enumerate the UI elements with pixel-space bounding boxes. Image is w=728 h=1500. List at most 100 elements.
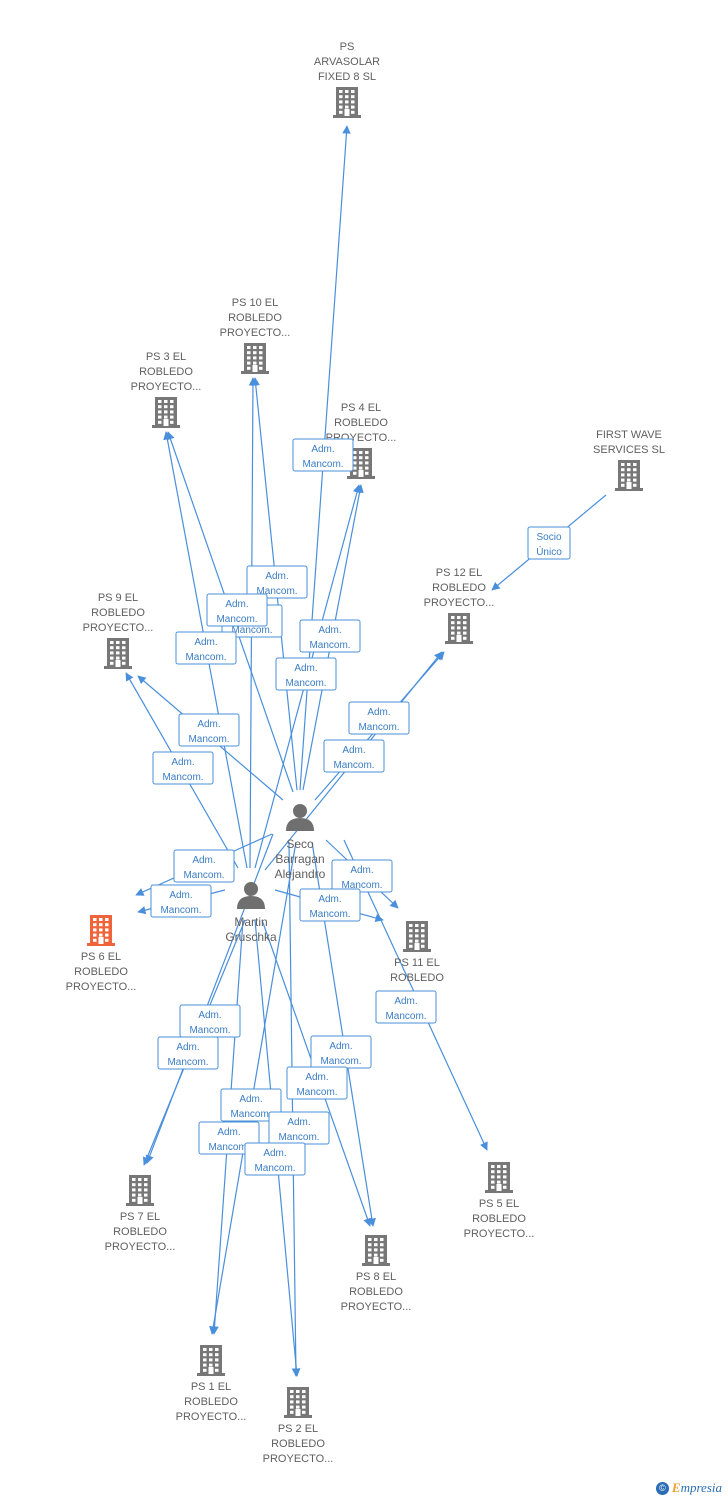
edge-label-martin-to-ps7[interactable]: Adm.Mancom. [157,1036,219,1070]
edge-label-text: Adm. [367,707,390,718]
edge-label-text: Mancom. [341,880,382,891]
edge-label-text: Mancom. [285,678,326,689]
edge-label-text: Adm. [263,1148,286,1159]
company-label-line: PS [340,41,355,53]
edge-label-seco-to-ps8[interactable]: Adm.Mancom. [310,1035,372,1069]
company-label-line: ROBLEDO [349,1286,403,1298]
edge-label-seco-to-ps12[interactable]: Adm.Mancom. [348,701,410,735]
person-label-line: Martin [234,915,267,929]
edge-label-text: Adm. [294,663,317,674]
edge-label-box [527,526,571,560]
copyright-icon: © [655,1481,669,1495]
edge-label-martin-to-ps1[interactable]: Adm.Mancom. [198,1121,260,1155]
person-label-line: Gruschka [225,930,277,944]
edge-label-box [178,713,240,747]
edge-label-text: Adm. [342,745,365,756]
edge-label-martin-to-ps11[interactable]: Adm.Mancom. [299,888,361,922]
edge-label-seco-to-ps2[interactable]: Adm. Mancom. [268,1111,330,1145]
edge-label-martin-to-ps6[interactable]: Adm. Mancom. [150,884,212,918]
brand-logo[interactable]: © Empresia [655,1480,722,1496]
edge-label-box [275,657,337,691]
edge-label-martin-to-ps9[interactable]: Adm. Mancom. [152,751,214,785]
company-label-line: PS 12 EL [436,567,482,579]
company-label-line: ROBLEDO [472,1213,526,1225]
edge-label-martin-to-ps12[interactable]: Adm.Mancom. [323,739,385,773]
edge-label-text: Mancom. [183,870,224,881]
company-node-ps2[interactable]: PS 2 ELROBLEDOPROYECTO... [263,1387,334,1465]
company-label-line: PROYECTO... [220,327,291,339]
edge-label-seco-to-ps3[interactable]: Adm.Mancom. [206,593,268,627]
edge-label-seco-to-arvasolar[interactable]: Adm.Mancom. [292,438,354,472]
company-node-ps7[interactable]: PS 7 ELROBLEDOPROYECTO... [105,1175,176,1253]
edge-label-seco-to-ps4[interactable]: Adm.Mancom. [299,619,361,653]
company-node-ps1[interactable]: PS 1 EL ROBLEDO PROYECTO... [176,1345,247,1423]
edge-label-martin-to-ps8[interactable]: Adm.Mancom. [286,1066,348,1100]
company-label-line: PS 1 EL [191,1381,231,1393]
building-icon [362,1235,390,1266]
company-label-line: PS 10 EL [232,297,278,309]
company-label-line: PROYECTO... [176,1411,247,1423]
edge-label-text: Mancom. [216,614,257,625]
company-label-line: ROBLEDO [184,1396,238,1408]
edge-label-text: Adm. [239,1094,262,1105]
company-node-ps11[interactable]: PS 11 ELROBLEDO... [390,921,444,999]
edge-label-text: Mancom. [160,905,201,916]
edge-label-text: Único [536,545,562,558]
edge-label-box [246,565,308,599]
edge-label-martin-to-ps2[interactable]: Adm.Mancom. [244,1142,306,1176]
edge-label-text: Socio [536,532,561,543]
edge-label-box [323,739,385,773]
building-icon [152,397,180,428]
company-label-line: PS 9 EL [98,592,138,604]
edge-label-box [348,701,410,735]
company-label-line: FIXED 8 SL [318,71,376,83]
edge-label-text: Adm. [169,890,192,901]
edge-label-text: Mancom. [256,586,297,597]
company-label-line: ROBLEDO [228,312,282,324]
edge-label-text: Mancom. [208,1142,249,1153]
building-icon [333,87,361,118]
edge-label-box [286,1066,348,1100]
edge-label-text: Adm. [287,1117,310,1128]
edge-label-text: Adm. [329,1041,352,1052]
edge-label-text: Adm. [171,757,194,768]
company-node-ps12[interactable]: PS 12 ELROBLEDOPROYECTO... [424,567,495,644]
edge-seco-to-ps1 [209,841,297,1335]
edge-label-seco-to-ps9[interactable]: Adm.Mancom. [178,713,240,747]
edge-label-text: Mancom. [309,909,350,920]
company-node-ps3[interactable]: PS 3 ELROBLEDOPROYECTO... [131,351,202,428]
edge-label-seco-to-ps7[interactable]: Adm.Mancom. [179,1004,241,1038]
edge-label-text: Mancom. [385,1011,426,1022]
company-label-line: PROYECTO... [66,981,137,993]
company-label-line: PROYECTO... [464,1228,535,1240]
building-icon [87,915,115,946]
edge-label-seco-to-ps6[interactable]: Adm.Mancom. [173,849,235,883]
company-node-ps10[interactable]: PS 10 EL ROBLEDO PROYECTO... [220,297,291,374]
company-label-line: ROBLEDO [271,1438,325,1450]
person-label-line: Barragan [275,852,324,866]
edge-label-martin-to-ps3[interactable]: Adm.Mancom. [175,631,237,665]
edge-label-seco-to-ps10[interactable]: Adm.Mancom. [246,565,308,599]
company-label-line: SERVICES SL [593,444,665,456]
company-label-line: ROBLEDO [432,582,486,594]
person-label-line: Seco [286,837,314,851]
company-label-line: PS 3 EL [146,351,186,363]
edge-label-box [157,1036,219,1070]
edge-label-text: Mancom. [278,1132,319,1143]
company-node-ps5[interactable]: PS 5 ELROBLEDOPROYECTO... [464,1162,535,1240]
company-node-ps8[interactable]: PS 8 ELROBLEDOPROYECTO... [341,1235,412,1313]
person-icon [286,804,314,831]
edge-label-martin-to-ps4[interactable]: Adm. Mancom. [275,657,337,691]
edge-label-text: Mancom. [162,772,203,783]
company-node-ps9[interactable]: PS 9 ELROBLEDOPROYECTO... [83,592,154,669]
company-node-ps6[interactable]: PS 6 ELROBLEDOPROYECTO... [66,915,137,993]
edge-label-seco-to-ps1[interactable]: Adm.Mancom. [220,1088,282,1122]
edge-label-seco-to-ps5[interactable]: Adm.Mancom. [375,990,437,1024]
edge-label-seco-to-ps11[interactable]: Adm.Mancom. [331,859,393,893]
